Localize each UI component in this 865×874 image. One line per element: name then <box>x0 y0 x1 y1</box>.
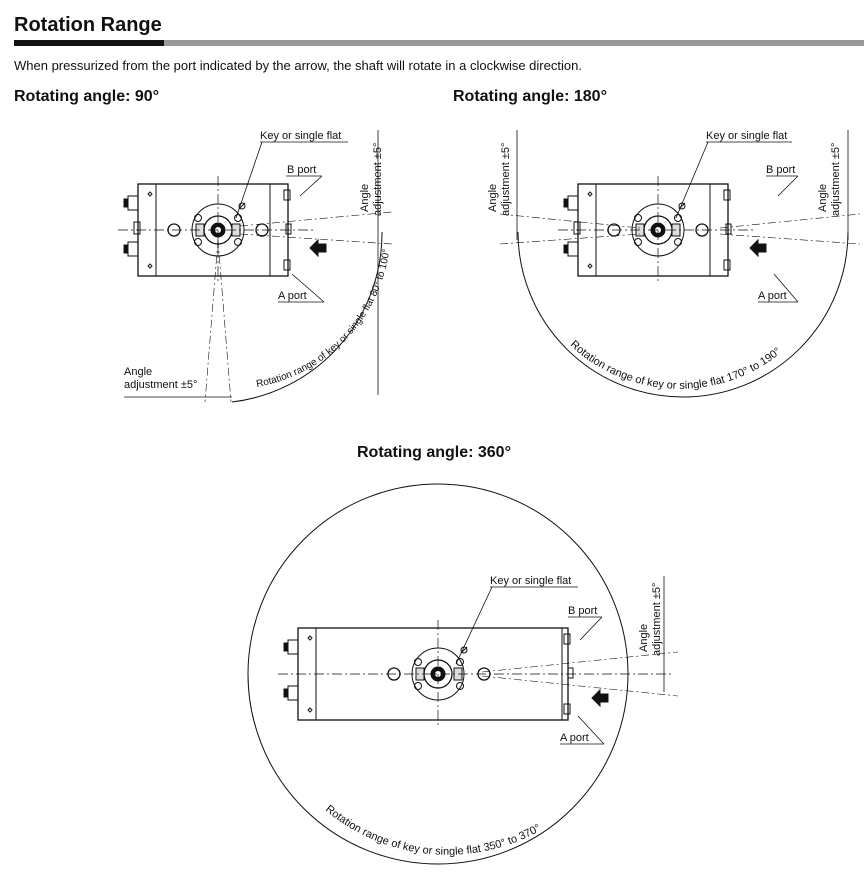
a-port-360: A port <box>560 732 589 744</box>
heading-90: Rotating angle: 90° <box>14 88 160 105</box>
angle-adj-180-left-1: Angle <box>487 184 499 212</box>
b-port-360: B port <box>568 605 597 617</box>
key-label-360: Key or single flat <box>490 575 571 587</box>
angle-adj-90-top-2: adjustment ±5° <box>372 143 384 216</box>
range-label-180: Rotation range of key or single flat 170… <box>568 338 783 392</box>
key-label-180: Key or single flat <box>706 130 787 142</box>
angle-adj-90-bottom-1: Angle <box>124 366 152 378</box>
a-port-180: A port <box>758 290 787 302</box>
angle-adj-180-right-1: Angle <box>817 184 829 212</box>
diagram-360-body <box>278 620 673 728</box>
angle-adj-180-left-2: adjustment ±5° <box>500 143 512 216</box>
a-port-90: A port <box>278 290 307 302</box>
page-title: Rotation Range <box>14 14 162 36</box>
angle-adj-360-1: Angle <box>638 624 650 652</box>
b-port-90: B port <box>287 164 316 176</box>
b-port-180: B port <box>766 164 795 176</box>
heading-360: Rotating angle: 360° <box>357 444 511 461</box>
angle-adj-90-bottom-2: adjustment ±5° <box>124 379 197 391</box>
angle-adj-90-top-1: Angle <box>359 184 371 212</box>
diagram-90 <box>117 175 327 285</box>
angle-adj-180-right-2: adjustment ±5° <box>830 143 842 216</box>
diagram-180 <box>557 175 767 285</box>
key-label-90: Key or single flat <box>260 130 341 142</box>
title-underline <box>14 40 864 46</box>
heading-180: Rotating angle: 180° <box>453 88 607 105</box>
angle-adj-360-2: adjustment ±5° <box>651 583 663 656</box>
intro-text: When pressurized from the port indicated… <box>14 58 582 73</box>
